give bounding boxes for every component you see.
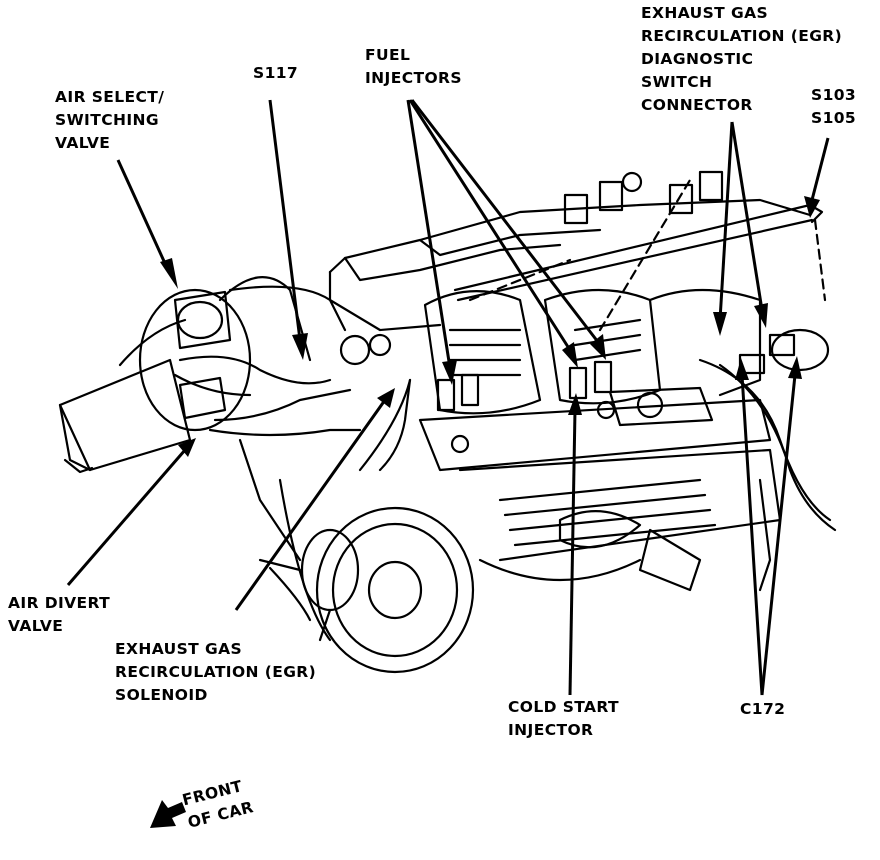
label-line: SWITCHING [55,111,160,129]
label-line: COLD START [508,698,620,716]
label-line: EXHAUST GAS [115,640,243,658]
label-fuel-injectors: FUEL INJECTORS [365,44,462,90]
label-line: AIR DIVERT [8,594,111,612]
label-line: INJECTOR [508,721,594,739]
label-s117: S117 [253,62,298,85]
label-egr-solenoid: EXHAUST GAS RECIRCULATION (EGR) SOLENOID [115,638,316,707]
label-line: EXHAUST GAS [641,4,769,22]
label-line: CONNECTOR [641,96,753,114]
label-cold-start-injector: COLD START INJECTOR [508,696,619,742]
label-air-divert-valve: AIR DIVERT VALVE [8,592,110,638]
label-line: INJECTORS [365,69,462,87]
label-line: AIR SELECT/ [55,88,165,106]
engine-illustration [58,170,837,674]
label-line: C172 [740,700,786,718]
front-of-car-arrow [150,800,186,828]
label-line: FUEL [365,46,411,64]
label-air-select-switching-valve: AIR SELECT/ SWITCHING VALVE [55,86,164,155]
label-line: VALVE [55,134,111,152]
label-egr-diagnostic-switch-connector: EXHAUST GAS RECIRCULATION (EGR) DIAGNOST… [641,2,842,117]
label-line: SOLENOID [115,686,208,704]
label-line: RECIRCULATION (EGR) [115,663,317,681]
label-line: SWITCH [641,73,713,91]
label-line: S103 [811,86,857,104]
label-c172: C172 [740,698,785,721]
label-line: S105 [811,109,857,127]
label-line: S117 [253,64,299,82]
leader-arrows [66,99,830,696]
label-line: VALVE [8,617,64,635]
label-s103-s105: S103 S105 [811,84,856,130]
label-line: RECIRCULATION (EGR) [641,27,843,45]
label-line: DIAGNOSTIC [641,50,754,68]
